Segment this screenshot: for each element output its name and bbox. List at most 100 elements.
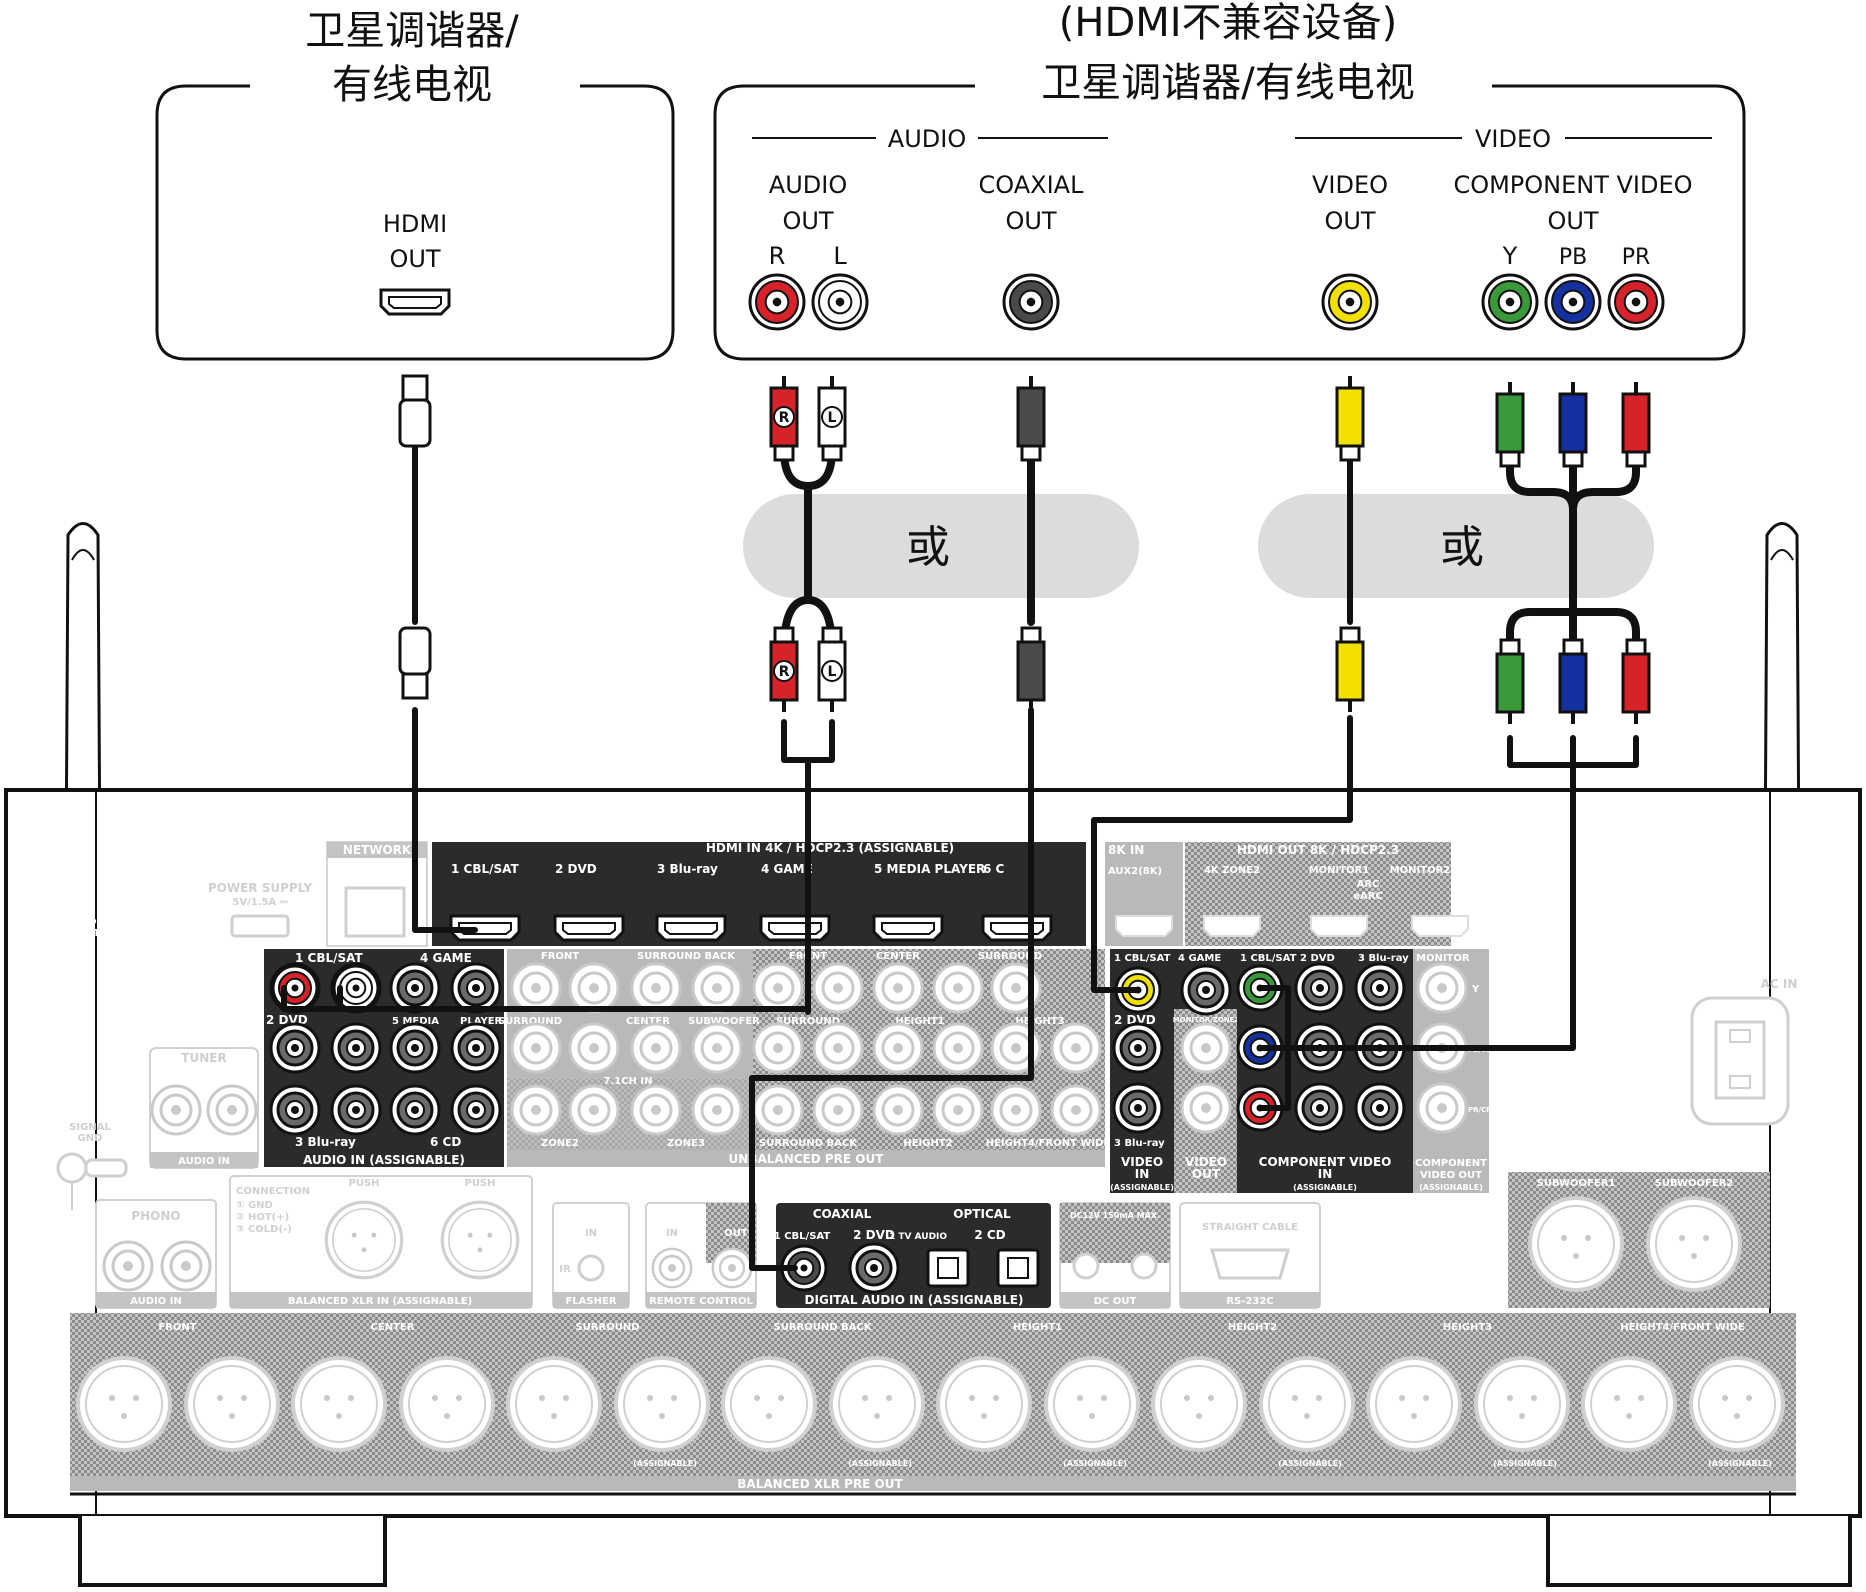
component-out-footer-line1: COMPONENT (1415, 1158, 1487, 1169)
arc-label: ARC (1357, 879, 1380, 890)
component-in-dvd: 2 DVD (1300, 953, 1335, 964)
audio-out-label-line1: AUDIO (769, 171, 847, 199)
digital-in-cblsat: 1 CBL/SAT (774, 1231, 831, 1242)
bt-antenna-right-line2: ANTENNA (1698, 920, 1752, 931)
video-in-footer-line3: (ASSIGNABLE) (1110, 1183, 1174, 1192)
xlr-group-6: HEIGHT2 (1228, 1322, 1277, 1333)
audio-in-cblsat-r-connected (271, 964, 319, 1012)
hdmi-in-label-5: 5 MEDIA PLAYER (874, 862, 985, 876)
video-in-game: 4 GAME (1178, 953, 1221, 964)
unbalanced-preout-footer: UNBALANCED PRE OUT (729, 1152, 885, 1166)
push-label-1: PUSH (348, 1178, 379, 1189)
connection-line2: ① GND (236, 1200, 273, 1211)
video-out-label-line1: VIDEO (1312, 171, 1388, 199)
digital-coaxial-label: COAXIAL (813, 1207, 872, 1221)
audio-plug-source-r-label: R (779, 410, 790, 426)
video-in-game (1180, 964, 1232, 1016)
xlr-preout-8-r (1581, 1356, 1677, 1452)
preout-jack-r3-c6 (812, 1084, 864, 1136)
coaxial-plug-source (1016, 376, 1046, 462)
component-in-bluray: 3 Blu-ray (1358, 953, 1409, 964)
composite-video-route (1091, 715, 1353, 993)
preout-jack-r1-c6 (812, 962, 864, 1014)
preout-71ch: 7.1CH IN (604, 1076, 653, 1087)
network-label: NETWORK (343, 843, 412, 857)
audio-in-bluray: 3 Blu-ray (295, 1135, 356, 1149)
xlr-preout-5-r (936, 1356, 1032, 1452)
component-y-label: Y (1502, 242, 1518, 270)
connection-line4: ③ COLD(-) (236, 1224, 292, 1235)
coaxial-out-label-line2: OUT (1005, 207, 1056, 235)
video-in-cblsat: 1 CBL/SAT (1114, 953, 1171, 964)
xlr-preout-5-l (1044, 1356, 1140, 1452)
xlr-assignable-5: (ASSIGNABLE) (1063, 1459, 1127, 1468)
xlr-preout-2-r (291, 1356, 387, 1452)
digital-in-dvd: 2 DVD (853, 1228, 895, 1242)
audio-in-bluray-r (269, 1084, 321, 1136)
audio-plug-receiver-r-label: R (779, 664, 790, 680)
analog-audio-route (281, 757, 811, 1012)
audio-out-r-jack (748, 273, 806, 331)
preout-row3-surround-back: SURROUND BACK (759, 1138, 858, 1149)
video-in-dvd: 2 DVD (1114, 1013, 1156, 1027)
preout-center: CENTER (876, 951, 920, 962)
video-plug-source (1335, 376, 1365, 462)
hdmi-plug-source (398, 374, 432, 448)
video-out-monitor (1180, 1022, 1232, 1074)
xlr-preout-6-l (1259, 1356, 1355, 1452)
av-receiver-rear-panel: HDMI IN 4K / HDCP2.3 (ASSIGNABLE) 1 CBL/… (4, 522, 1862, 1587)
coaxial-out-label-line1: COAXIAL (979, 171, 1085, 199)
8k-in-label: 8K IN (1108, 843, 1144, 857)
audio-in-dvd-r (269, 1022, 321, 1074)
preout-jack-r3-c3 (630, 1084, 682, 1136)
digital-optical-label: OPTICAL (953, 1207, 1011, 1221)
connection-line1: CONNECTION (236, 1186, 310, 1197)
preout-row2-surround: SURROUND (498, 1016, 562, 1027)
xlr-group-4: SURROUND BACK (774, 1322, 873, 1333)
cables (281, 429, 1640, 1271)
preout-jack-r1-c2 (568, 962, 620, 1014)
component-in-2-3 (1294, 1082, 1346, 1134)
hdmi-in-port-6 (981, 914, 1053, 942)
audio-in-bluray-l (330, 1084, 382, 1136)
audio-in-media-l (450, 1022, 502, 1074)
preout-jack-r2-c3 (630, 1022, 682, 1074)
coaxial-route (749, 707, 1034, 1271)
component-pr-plug-receiver (1621, 638, 1651, 724)
preout-surround: SURROUND (978, 951, 1042, 962)
subwoofer1-label: SUBWOOFER1 (1537, 1178, 1616, 1189)
audio-plug-receiver-l-label: L (828, 664, 837, 680)
component-out-monitor: MONITOR (1416, 953, 1470, 964)
preout-jack-r1-c3 (630, 962, 682, 1014)
xlr-group-1: FRONT (158, 1322, 196, 1333)
xlr-preout-3-l (614, 1356, 710, 1452)
component-pr-out-jack (1607, 273, 1665, 331)
xlr-preout-4-r (721, 1356, 817, 1452)
xlr-preout-1-r (76, 1356, 172, 1452)
component-y-out-jack (1481, 273, 1539, 331)
power-supply-label-line1: POWER SUPPLY (208, 881, 313, 895)
component-out-label-line1: COMPONENT VIDEO (1453, 171, 1692, 199)
rs232c-cable-label: STRAIGHT CABLE (1202, 1222, 1298, 1233)
preout-row2-subwoofer: SUBWOOFER (688, 1016, 760, 1027)
preout-jack-r3-c5 (752, 1084, 804, 1136)
preout-zone2: ZONE2 (541, 1138, 579, 1149)
audio-section-label: AUDIO (888, 125, 966, 153)
xlr-group-2: CENTER (371, 1322, 415, 1333)
hdmi-in-panel (432, 842, 1086, 946)
component-pb-plug-source (1558, 382, 1588, 468)
flasher-footer: FLASHER (565, 1296, 616, 1307)
or-pill-video (1258, 494, 1654, 598)
component-y-plug-receiver (1495, 638, 1525, 724)
component-in-footer-line2: IN (1318, 1167, 1333, 1181)
component-in-3-1 (1354, 962, 1406, 1014)
preout-jack-r1-c4 (691, 962, 743, 1014)
preout-row2-height1: HEIGHT1 (895, 1016, 944, 1027)
hdmi-cable-route (412, 707, 478, 933)
component-out-footer-line2: VIDEO OUT (1420, 1170, 1482, 1181)
rs232c-footer: RS-232C (1226, 1296, 1273, 1307)
bt-antenna-left-line2: ANTENNA (77, 928, 131, 939)
xlr-preout-8-l (1689, 1356, 1785, 1452)
signal-gnd-line2: GND (78, 1133, 103, 1144)
